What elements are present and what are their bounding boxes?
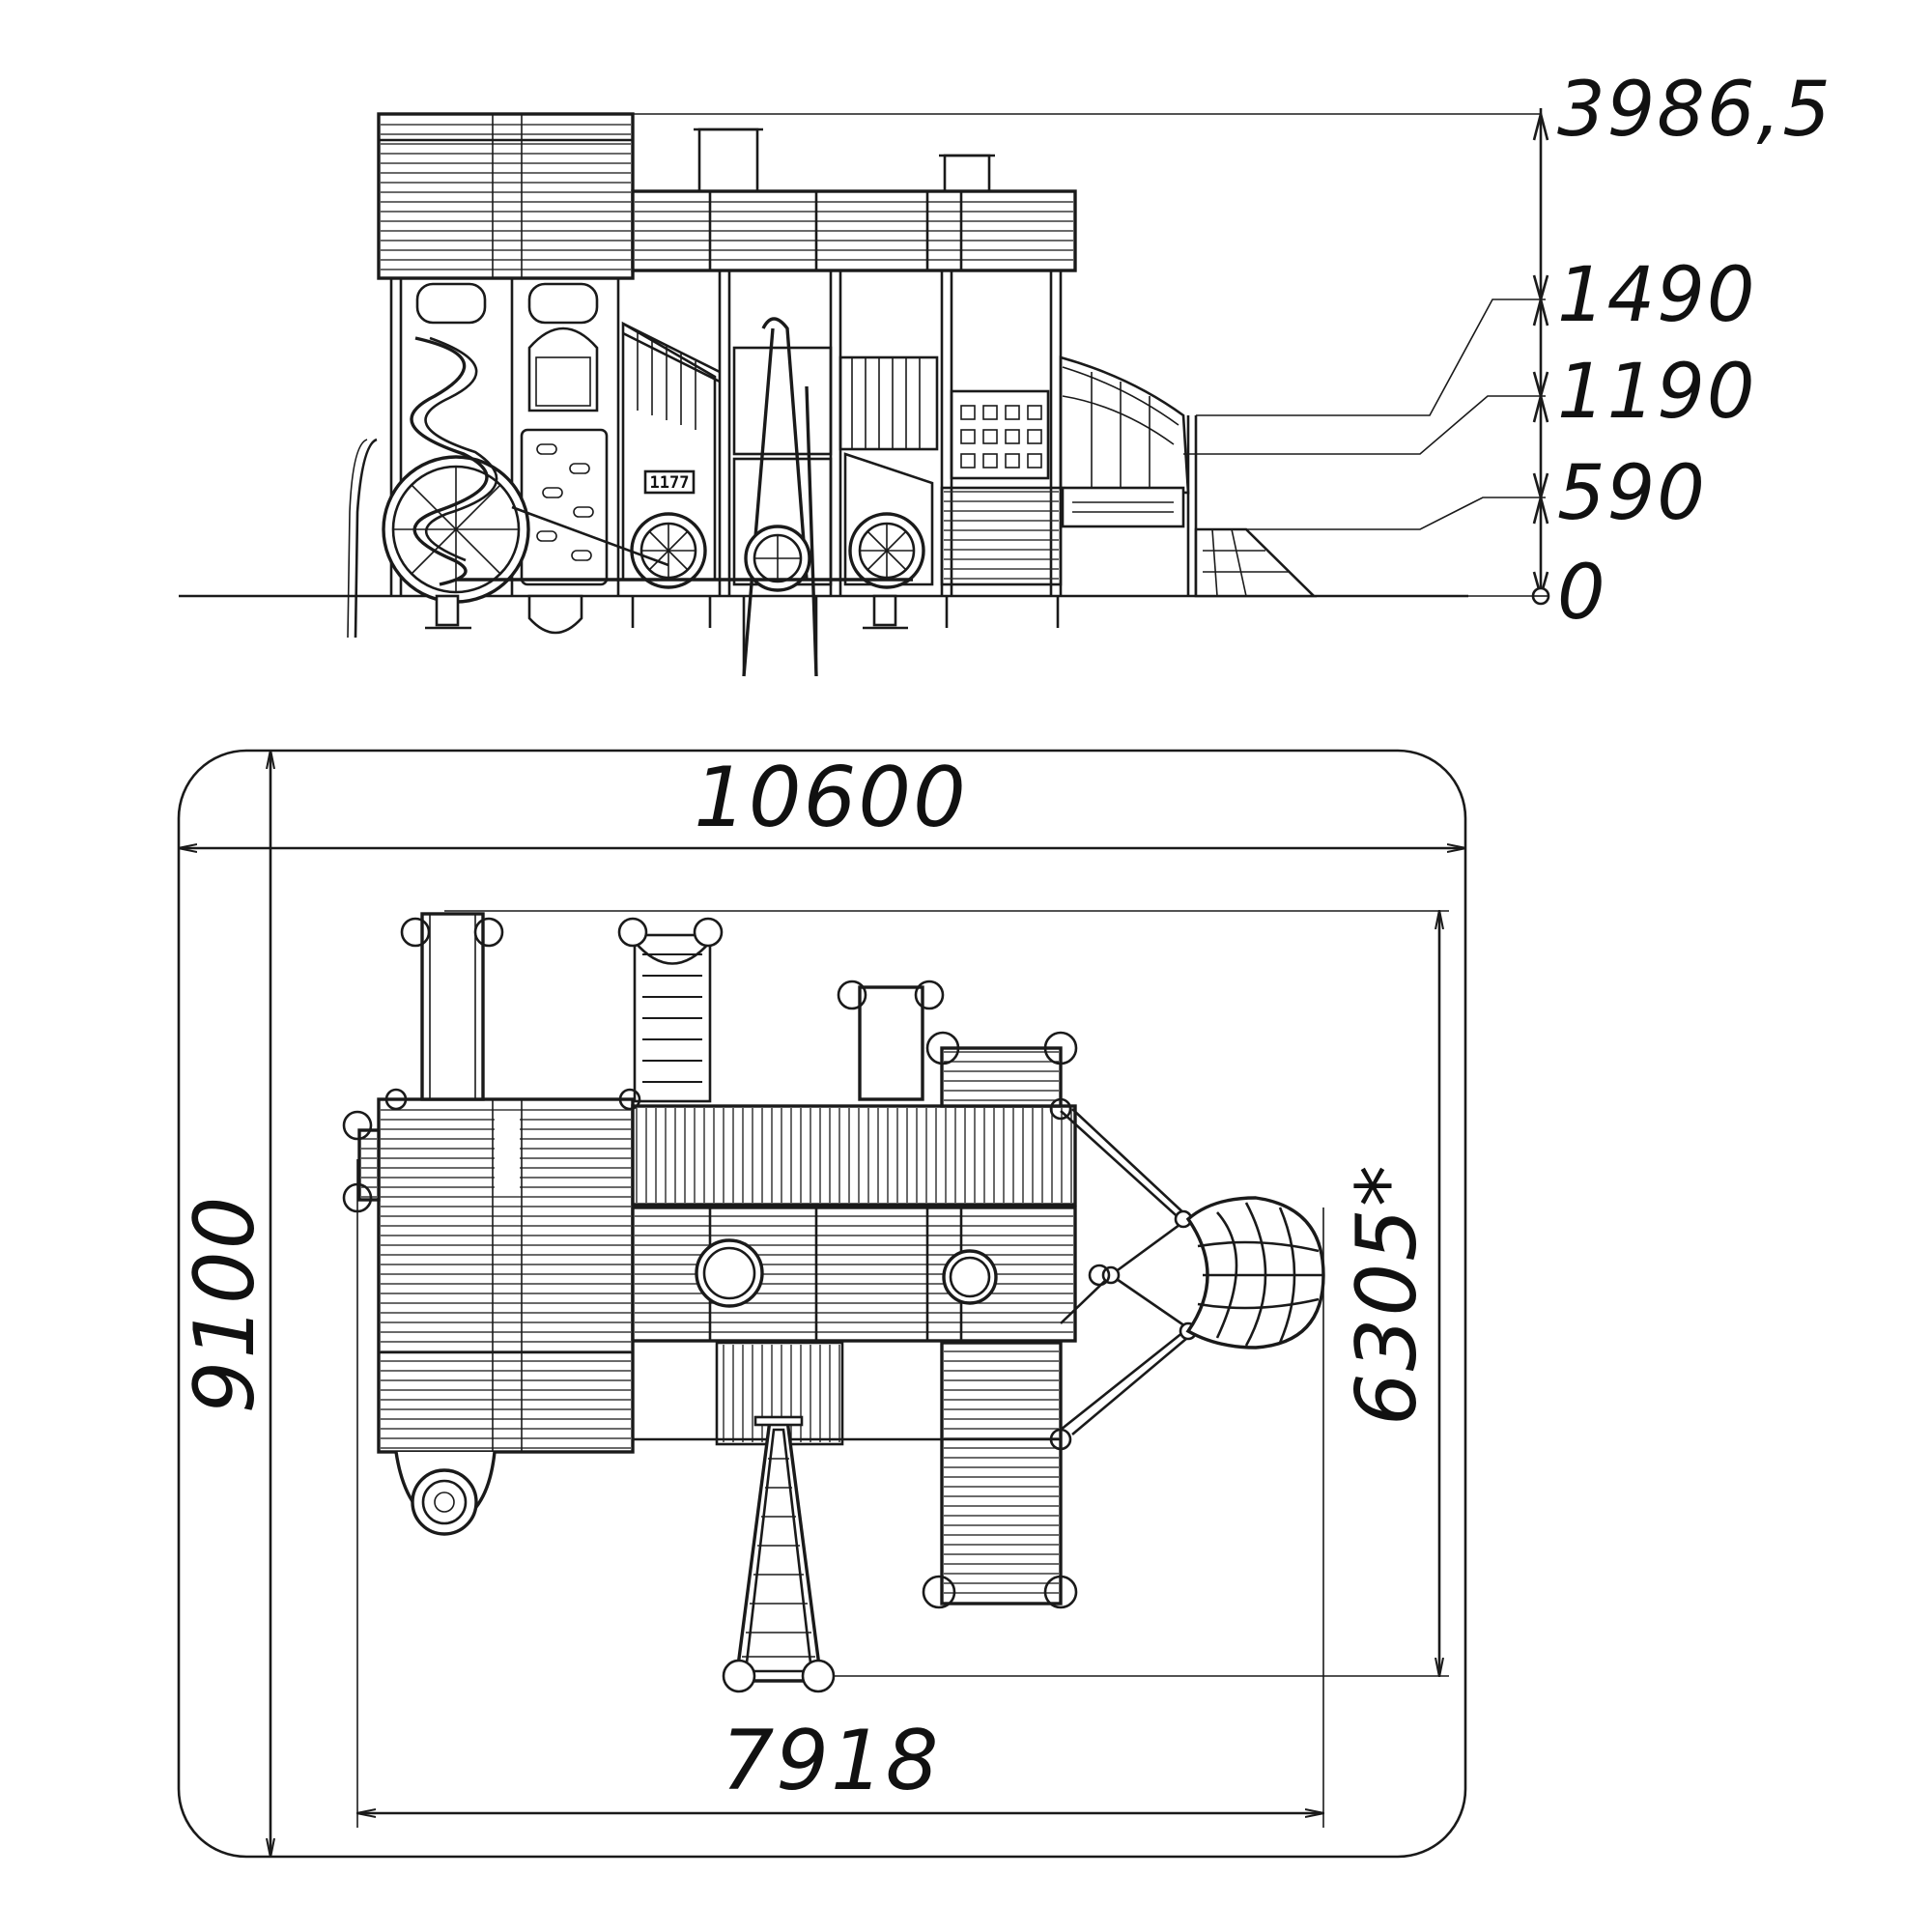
wheel-1 (630, 512, 707, 589)
overall-width-label: 10600 (694, 750, 968, 846)
stair-railing (622, 322, 721, 430)
number-plate-text: 1177 (650, 473, 690, 493)
balustrade (838, 355, 939, 451)
chimney-1 (697, 128, 759, 193)
plan-view: 10600 9100 7918 6305* (177, 749, 1467, 1859)
big-wheel-spokes (393, 467, 519, 592)
level-axis (1531, 108, 1550, 606)
tube-slide (742, 317, 818, 677)
plan-straight-slide (400, 912, 504, 1101)
plan-arch-ladder (617, 917, 724, 1103)
side-pole (354, 438, 378, 639)
plan-small-slide (837, 980, 945, 1101)
number-plate (643, 469, 696, 495)
overall-depth-label: 9100 (177, 1195, 273, 1414)
safety-zone (177, 749, 1467, 1859)
abacus-beads (960, 405, 1042, 469)
climbing-holds (536, 443, 594, 561)
climbing-panel (520, 428, 609, 586)
plan-triangle-ladder (722, 1415, 836, 1693)
wheel-3 (848, 512, 925, 589)
footings (425, 594, 1060, 635)
spiral-slide (410, 336, 489, 586)
plan-side-ladder (342, 1110, 381, 1213)
plan-main-roof (631, 1206, 1077, 1343)
plan-left-block (377, 1097, 635, 1454)
equipment-width-label: 7918 (722, 1713, 941, 1809)
level-label-1490: 1490 (1557, 252, 1757, 339)
equipment-depth-dimension (444, 911, 1449, 1676)
cabin-arch (527, 327, 599, 412)
plan-spiral-slide (394, 1451, 497, 1536)
equipment-depth-label: 6305* (1339, 1163, 1435, 1426)
net-tunnel (1059, 355, 1190, 495)
plan-stair-deck (925, 1031, 1078, 1108)
elevation-view: 1177 (179, 67, 1833, 677)
deck-platform (940, 486, 1063, 586)
plan-triangle-rungs (742, 1458, 815, 1658)
level-label-top: 3986,5 (1557, 67, 1833, 154)
abacus-panel (950, 389, 1050, 480)
level-leaders (633, 113, 1546, 597)
level-label-ground: 0 (1557, 550, 1607, 637)
plan-web-net (1185, 1196, 1325, 1350)
equipment-width-dimension (357, 1159, 1323, 1828)
left-roof (377, 112, 635, 280)
plan-right-column (922, 1341, 1078, 1609)
plan-corner-pads (384, 1088, 1111, 1451)
level-label-1190: 1190 (1557, 349, 1757, 436)
wheel-2 (744, 525, 811, 592)
plan-top-deck (631, 1104, 1077, 1207)
cabin-window-1 (415, 282, 487, 325)
plan-lower-bridge (633, 1341, 952, 1446)
cabin-window-2 (527, 282, 599, 325)
plan-net-bridge (1060, 1108, 1198, 1435)
chimney-2 (943, 154, 991, 193)
ground-net (1194, 527, 1318, 598)
main-roof (631, 189, 1077, 272)
level-label-590: 590 (1557, 450, 1707, 537)
